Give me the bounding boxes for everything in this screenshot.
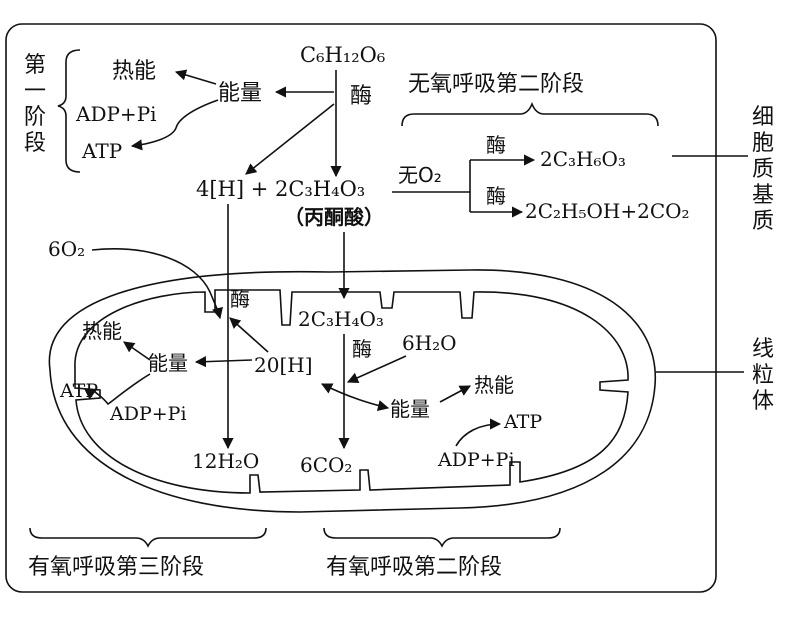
ethanol-co2-label: 2C₂H₅OH+2CO₂ [525,199,690,223]
arrow-energy-atp-right [455,418,502,447]
stage1-label-3: 阶 [24,105,46,130]
no-oxygen-label: 无O₂ [398,163,442,187]
mito-enzyme-left: 酶 [230,287,250,311]
water-in-label: 6H₂O [402,331,457,355]
co2-label: 6CO₂ [300,453,352,477]
cytoplasm-label-2: 胞 [752,131,774,156]
hydrogen-pyruvate-label: 4[H] + 2C₃H₄O₃ [196,177,365,201]
arrow-oxygen [91,248,223,320]
atp-label-top: ATP [81,139,122,163]
heat-label-right: 热能 [474,373,514,397]
stage2-brace [323,527,561,548]
atp-label-left: ATP [59,380,98,402]
mitochondria-label-1: 线 [752,337,774,362]
aerobic-stage2-label: 有氧呼吸第二阶段 [326,555,502,580]
mitochondrion-outer-membrane [48,269,657,513]
mitochondria-label-3: 体 [752,389,774,414]
stage1-label-4: 段 [24,131,46,156]
anaerobic-title: 无氧呼吸第二阶段 [408,72,584,97]
adp-pi-label-top: ADP+Pi [75,102,157,126]
cytoplasm-label-5: 质 [752,209,774,234]
arrow-energy-heat-left [123,341,151,361]
energy-label-left: 能量 [148,351,188,375]
arrow-20h-energy-right [320,383,390,411]
hydrogen20-label: 20[H] [254,353,313,377]
arrow-20h-energy-left [194,356,253,368]
cytoplasm-label-4: 基 [752,183,774,208]
arrow-water-in [346,355,407,383]
energy-label-right: 能量 [390,397,430,421]
adp-pi-label-right: ADP+Pi [437,449,515,471]
mitochondrion-inner-membrane [74,289,629,494]
mito-pyruvate-label: 2C₃H₄O₃ [298,307,384,331]
arrow-energy-heat-right [439,385,471,403]
arrow-energy-atp-left [84,373,151,406]
stage3-brace [29,527,267,548]
arrow-energy-heat-top [174,69,217,85]
lactic-acid-label: 2C₃H₆O₃ [540,147,626,171]
stage1-label-2: 一 [24,79,46,104]
adp-pi-label-left: ADP+Pi [109,403,187,425]
cell-boundary [5,23,717,593]
mitochondria-label-2: 粒 [752,363,774,388]
arrow-20h-junction [229,317,269,353]
anaerobic-brace [401,101,659,127]
mito-enzyme-right: 酶 [352,337,372,361]
atp-label-right: ATP [503,411,542,433]
stage1-brace [57,49,81,173]
ethanol-enzyme-label: 酶 [486,184,506,208]
lactic-enzyme-label: 酶 [486,133,506,157]
heat-label-top: 热能 [112,59,156,84]
glucose-label: C₆H₁₂O₆ [300,43,385,67]
energy-label-top: 能量 [218,81,262,106]
arrow-energy-atp-top [130,99,219,151]
arrow-glucose-hydrogen [245,103,335,175]
stage1-label-1: 第 [24,53,46,78]
water-out-label: 12H₂O [192,449,259,473]
aerobic-stage3-label: 有氧呼吸第三阶段 [28,555,204,580]
heat-label-left: 热能 [82,319,122,343]
pyruvate-name-label: （丙酮酸） [284,205,384,229]
glycolysis-enzyme-label: 酶 [350,84,372,109]
cytoplasm-label-3: 质 [752,157,774,182]
oxygen-label: 6O₂ [48,237,85,261]
cytoplasm-label-1: 细 [752,105,774,130]
